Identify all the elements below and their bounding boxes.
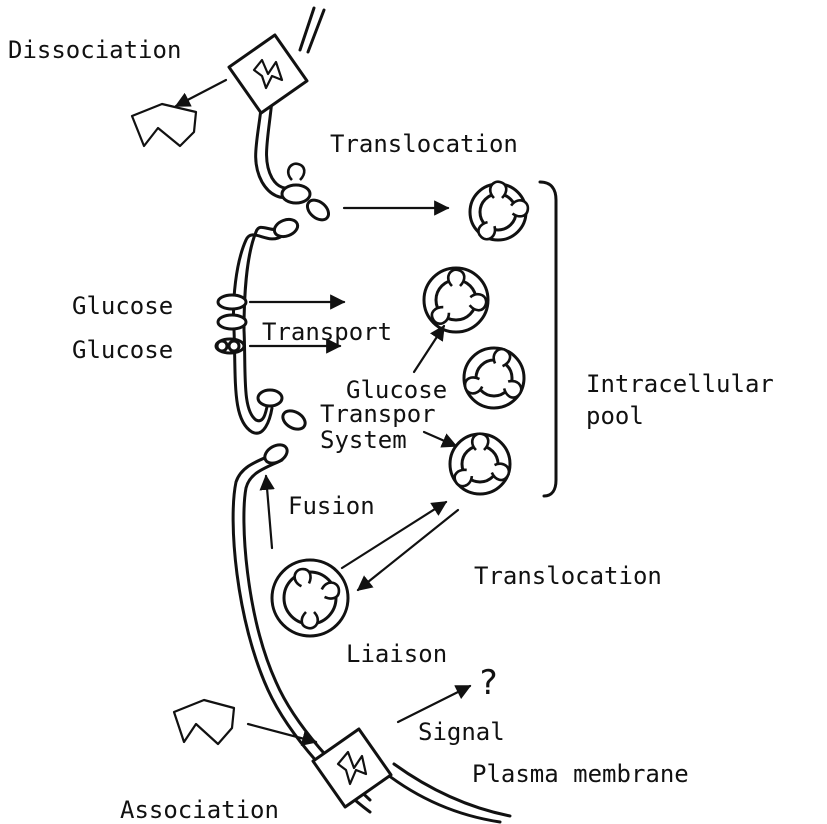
membrane-transporters <box>216 164 332 467</box>
label-plasma-membrane: Plasma membrane <box>472 760 689 788</box>
label-translocation-bottom: Translocation <box>474 562 662 590</box>
label-association: Association <box>120 796 279 824</box>
vesicle-icon-4 <box>450 434 511 494</box>
label-transport: Transport <box>262 318 392 346</box>
label-dissociation: Dissociation <box>8 36 181 64</box>
receptor-top <box>229 35 307 113</box>
label-fusion: Fusion <box>288 492 375 520</box>
vesicle-icon-liaison <box>272 560 348 636</box>
label-liaison: Liaison <box>346 640 447 668</box>
ligand-icon-associating <box>174 700 234 744</box>
pool-bracket <box>540 182 556 496</box>
label-signal: Signal <box>418 718 505 746</box>
label-glucose-2: Glucose <box>72 336 173 364</box>
vesicle-icon-3 <box>463 347 524 408</box>
label-question: ? <box>478 663 498 703</box>
label-glucose-transport-line3: System <box>320 426 407 454</box>
label-intracellular: Intracellular <box>586 370 774 398</box>
receptor-bottom <box>313 729 391 807</box>
label-translocation-top: Translocation <box>330 130 518 158</box>
label-glucose-1: Glucose <box>72 292 173 320</box>
label-pool: pool <box>586 402 644 430</box>
vesicle-icon-2 <box>424 268 488 332</box>
ligand-icon-dissociated <box>132 104 196 146</box>
label-glucose-transport-line2: Transpor <box>320 400 436 428</box>
vesicle-icon-1 <box>470 182 529 242</box>
